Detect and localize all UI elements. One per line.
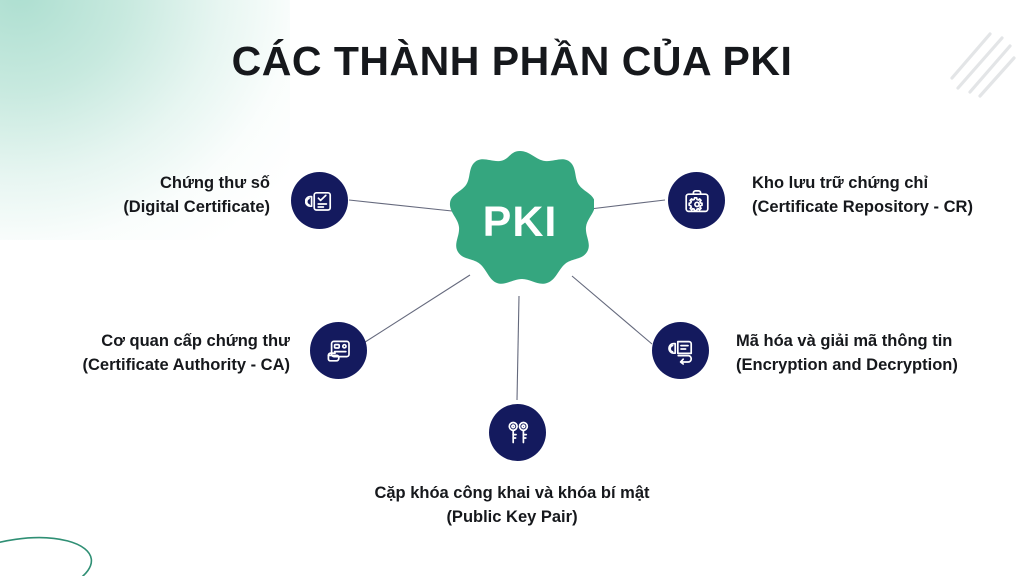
node-label-line1: Chứng thư số bbox=[159, 174, 270, 192]
node-label-line2: (Digital Certificate) bbox=[123, 197, 270, 216]
scalloped-badge-shape bbox=[449, 151, 594, 284]
node-icon-public-key-pair[interactable] bbox=[489, 404, 546, 461]
node-label-encryption-decryption: Mã hóa và giải mã thông tin (Encryption … bbox=[736, 330, 1024, 378]
node-label-line1: Kho lưu trữ chứng chỉ bbox=[752, 174, 929, 192]
node-label-line2: (Encryption and Decryption) bbox=[736, 355, 958, 374]
ellipse-ring-decoration bbox=[0, 517, 112, 576]
node-label-certificate-repository: Kho lưu trữ chứng chỉ (Certificate Repos… bbox=[752, 172, 1024, 220]
node-label-line1: Mã hóa và giải mã thông tin bbox=[736, 332, 953, 350]
two-keys-icon bbox=[507, 421, 528, 443]
node-label-line2: (Certificate Authority - CA) bbox=[82, 355, 290, 374]
node-icon-encryption-decryption[interactable] bbox=[652, 322, 709, 379]
briefcase-gear-icon bbox=[684, 189, 709, 212]
certificate-check-icon bbox=[304, 191, 331, 211]
node-label-public-key-pair: Cặp khóa công khai và khóa bí mật (Publi… bbox=[262, 482, 762, 530]
center-badge: PKI bbox=[446, 148, 594, 296]
node-label-line1: Cặp khóa công khai và khóa bí mật bbox=[374, 484, 650, 502]
node-label-certificate-authority: Cơ quan cấp chứng thư (Certificate Autho… bbox=[0, 330, 290, 378]
node-icon-certificate-authority[interactable] bbox=[310, 322, 367, 379]
node-label-digital-certificate: Chứng thư số (Digital Certificate) bbox=[20, 172, 270, 220]
node-icon-digital-certificate[interactable] bbox=[291, 172, 348, 229]
document-lock-refresh-icon bbox=[667, 340, 692, 365]
node-icon-certificate-repository[interactable] bbox=[668, 172, 725, 229]
node-label-line2: (Certificate Repository - CR) bbox=[752, 197, 973, 216]
page-title: CÁC THÀNH PHẦN CỦA PKI bbox=[231, 38, 793, 84]
node-label-line2: (Public Key Pair) bbox=[446, 507, 578, 526]
center-badge-label: PKI bbox=[482, 197, 558, 246]
id-card-stamp-icon bbox=[327, 340, 350, 362]
node-label-line1: Cơ quan cấp chứng thư bbox=[101, 332, 290, 350]
